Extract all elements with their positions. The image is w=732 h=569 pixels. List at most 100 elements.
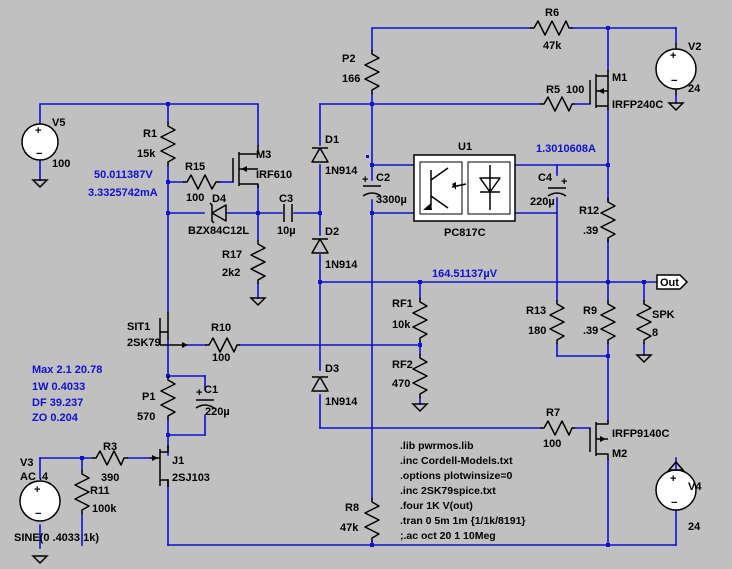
- r7-resistor[interactable]: [540, 420, 575, 436]
- c1-value: 220µ: [205, 406, 230, 418]
- r5-resistor[interactable]: [540, 96, 575, 112]
- out-port-label: Out: [660, 277, 679, 289]
- r10-value: 100: [212, 352, 230, 364]
- r5-name: R5: [546, 84, 560, 96]
- c4-name: C4: [538, 172, 553, 184]
- j1-value: 2SJ103: [172, 472, 210, 484]
- r7-value: 100: [543, 438, 561, 450]
- directive-line: .options plotwinsize=0: [400, 470, 512, 482]
- spk-value: 8: [652, 327, 658, 339]
- j1-jfet[interactable]: [150, 445, 169, 487]
- c2-value: 3300µ: [376, 194, 407, 206]
- m3-value: IRF610: [256, 169, 292, 181]
- r10-resistor[interactable]: [205, 337, 240, 353]
- d1-value: 1N914: [325, 165, 358, 177]
- p2-name: P2: [342, 53, 355, 65]
- svg-text:+: +: [362, 174, 368, 186]
- p1-value: 570: [137, 411, 155, 423]
- rf2-name: RF2: [392, 359, 413, 371]
- svg-text:+: +: [196, 387, 202, 399]
- v5-value: 100: [52, 158, 70, 170]
- svg-text:−: −: [671, 75, 677, 87]
- svg-text:−: −: [35, 508, 41, 520]
- svg-text:+: +: [561, 176, 567, 188]
- v3-source-spec: SINE(0 .4033 1k): [14, 532, 99, 544]
- directive-line: .four 1K V(out): [400, 500, 473, 512]
- c3-capacitor[interactable]: [283, 204, 293, 222]
- v3-value: AC .4: [20, 471, 49, 483]
- v3-source[interactable]: + −: [19, 480, 61, 564]
- svg-text:+: +: [34, 484, 40, 496]
- d3-value: 1N914: [325, 396, 358, 408]
- r10-name: R10: [211, 322, 231, 334]
- r15-name: R15: [185, 161, 205, 173]
- c3-name: C3: [279, 193, 293, 205]
- u1-optocoupler[interactable]: [413, 154, 516, 222]
- m1-current-readout: 1.3010608A: [536, 143, 596, 155]
- stat-line: Max 2.1 20.78: [32, 364, 102, 376]
- v4-value: 24: [688, 521, 701, 533]
- r13-value: 180: [528, 325, 546, 337]
- r15-value: 100: [186, 192, 204, 204]
- m3-name: M3: [256, 149, 271, 161]
- r11-name: R11: [90, 485, 110, 497]
- m1-value: IRFP240C: [612, 99, 663, 111]
- m2-value: IRFP9140C: [612, 428, 670, 440]
- r3-value: 390: [101, 472, 119, 484]
- svg-text:−: −: [36, 148, 42, 160]
- c1-capacitor[interactable]: +: [195, 387, 215, 409]
- c4-capacitor[interactable]: +: [547, 176, 567, 197]
- r15-resistor[interactable]: [183, 174, 220, 190]
- v5-source[interactable]: + −: [21, 123, 59, 188]
- u1-name: U1: [458, 141, 472, 153]
- c2-name: C2: [376, 172, 390, 184]
- m1-mosfet[interactable]: [589, 70, 609, 110]
- rf1-name: RF1: [392, 298, 413, 310]
- rf2-value: 470: [392, 378, 410, 390]
- sit1-value: 2SK79: [127, 337, 161, 349]
- r17-value: 2k2: [222, 267, 240, 279]
- out-port[interactable]: Out: [656, 274, 689, 290]
- m2-name: M2: [612, 448, 627, 460]
- d4-value: BZX84C12L: [188, 225, 249, 237]
- c3-value: 10µ: [277, 225, 296, 237]
- r1-name: R1: [143, 128, 157, 140]
- svg-text:+: +: [35, 125, 41, 137]
- r6-value: 47k: [543, 40, 562, 52]
- c1-name: C1: [204, 384, 218, 396]
- v4-source[interactable]: + −: [655, 460, 697, 511]
- d4-name: D4: [212, 193, 227, 205]
- v3-name: V3: [20, 457, 33, 469]
- r12-value: .39: [583, 225, 598, 237]
- directive-line: .inc 2SK79spice.txt: [400, 485, 496, 497]
- spice-directives[interactable]: .lib pwrmos.lib .inc Cordell-Models.txt …: [400, 440, 526, 542]
- v2-source[interactable]: + −: [655, 43, 697, 111]
- c2-capacitor[interactable]: +: [362, 174, 382, 197]
- svg-text:+: +: [670, 50, 676, 62]
- output-voltage-readout: 164.51137µV: [432, 268, 498, 280]
- c4-value: 220µ: [530, 196, 555, 208]
- p2-value: 166: [342, 73, 360, 85]
- r1-value: 15k: [137, 148, 156, 160]
- d4-zener[interactable]: [209, 202, 227, 224]
- r17-name: R17: [222, 249, 242, 261]
- v5-name: V5: [52, 117, 65, 129]
- r6-resistor[interactable]: [530, 20, 573, 36]
- sit1-jfet[interactable]: [159, 312, 188, 348]
- m1-name: M1: [612, 72, 627, 84]
- voltage-readout: 50.011387V: [94, 169, 153, 181]
- j1-name: J1: [172, 455, 184, 467]
- m2-mosfet[interactable]: [589, 420, 609, 460]
- directive-line: .tran 0 5m 1m {1/1k/8191}: [400, 515, 526, 527]
- stat-line: 1W 0.4033: [32, 381, 85, 393]
- p1-name: P1: [142, 391, 155, 403]
- r13-name: R13: [526, 305, 546, 317]
- stats-block: Max 2.1 20.78 1W 0.4033 DF 39.237 ZO 0.2…: [32, 364, 102, 424]
- r3-resistor[interactable]: [92, 450, 128, 466]
- d2-value: 1N914: [325, 259, 358, 271]
- m3-mosfet[interactable]: [232, 145, 259, 188]
- directive-line: ;.ac oct 20 1 10Meg: [400, 530, 496, 542]
- r3-name: R3: [103, 441, 117, 453]
